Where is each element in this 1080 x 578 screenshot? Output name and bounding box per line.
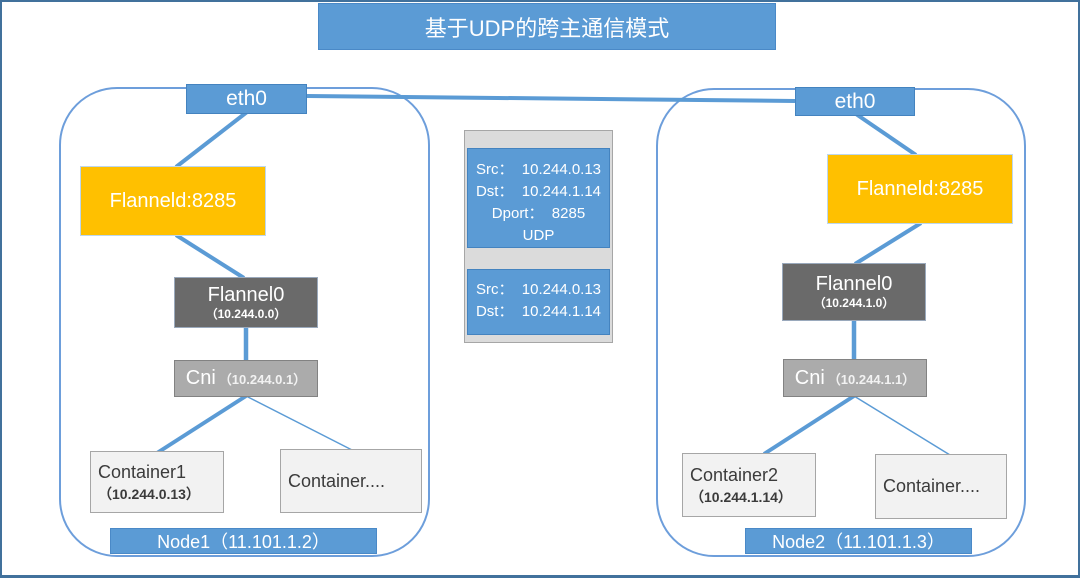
node2-cni-ip: （10.244.1.1） [827,371,916,387]
node2-cni-containermore-line [853,395,951,456]
inner-packet-box: Src： 10.244.0.13 Dst： 10.244.1.14 [467,269,610,335]
node2-container2-label: Container2 [690,464,779,485]
udp-packet-dport: Dport： 8285 [491,205,586,222]
page-title: 基于UDP的跨主通信模式 [424,15,670,41]
node1-eth0-flanneld-line [174,110,249,169]
node1-cni-box: Cni （10.244.0.1） [174,360,318,397]
inner-packet-src: Src： 10.244.0.13 [475,281,602,298]
node2-cni-label: Cni [794,366,825,389]
udp-packet-src: Src： 10.244.0.13 [475,161,602,178]
udp-packet-proto: UDP [522,227,555,244]
node2-eth0-flanneld-line [854,112,918,157]
eth0-to-eth0-line [306,94,796,103]
node1-cni-containermore-line [245,395,353,451]
node1-label-banner: Node1（11.101.1.2） [110,528,377,554]
node2-container-more-box: Container.... [875,454,1007,519]
node2-name: Node2（11.101.1.3） [772,532,945,552]
udp-packet-box: Src： 10.244.0.13 Dst： 10.244.1.14 Dport：… [467,148,610,248]
node2-container-more-label: Container.... [883,476,981,496]
node1-container1-label: Container1 [98,461,187,482]
node1-flannel0-label: Flannel0 [207,283,285,306]
node2-eth0-label: eth0 [834,89,876,113]
packet-stack: Src： 10.244.0.13 Dst： 10.244.1.14 Dport：… [464,130,613,343]
node1-flanneld-box: Flanneld:8285 [80,166,266,236]
node1-flannel0-box: Flannel0 （10.244.0.0） [174,277,318,328]
title-banner: 基于UDP的跨主通信模式 [318,3,776,50]
node1-container1-box: Container1 （10.244.0.13） [90,451,224,513]
node1-container-more-box: Container.... [280,449,422,513]
inner-packet-dst: Dst： 10.244.1.14 [475,303,602,320]
node1-eth0-box: eth0 [186,84,307,114]
node2-label-banner: Node2（11.101.1.3） [745,528,972,554]
node2-container2-ip: （10.244.1.14） [690,488,792,505]
node1-container1-ip: （10.244.0.13） [98,485,200,502]
node2-cni-container2-line [762,394,856,456]
node2-flanneld-label: Flanneld:8285 [856,177,984,200]
node1-cni-label: Cni [185,367,216,389]
node1-cni-ip: （10.244.0.1） [218,372,307,387]
node2-flannel0-label: Flannel0 [815,273,893,295]
node2-flanneld-flannel0-line [853,221,923,266]
node2-eth0-box: eth0 [795,87,915,116]
node1-container-more-label: Container.... [288,470,386,491]
node1-flannel0-ip: （10.244.0.0） [205,306,287,321]
node2-flanneld-box: Flanneld:8285 [827,154,1013,224]
node1-flanneld-label: Flanneld:8285 [109,189,237,212]
node2-flannel0-ip: （10.244.1.0） [813,296,895,310]
node1-name: Node1（11.101.1.2） [157,532,330,552]
node1-cni-container1-line [155,394,248,455]
node2-container2-box: Container2 （10.244.1.14） [682,453,816,517]
node1-flanneld-flannel0-line [174,233,246,280]
node2-flannel0-box: Flannel0 （10.244.1.0） [782,263,926,321]
node2-cni-box: Cni （10.244.1.1） [783,359,927,397]
udp-packet-dst: Dst： 10.244.1.14 [475,183,602,200]
node1-eth0-label: eth0 [226,87,267,110]
